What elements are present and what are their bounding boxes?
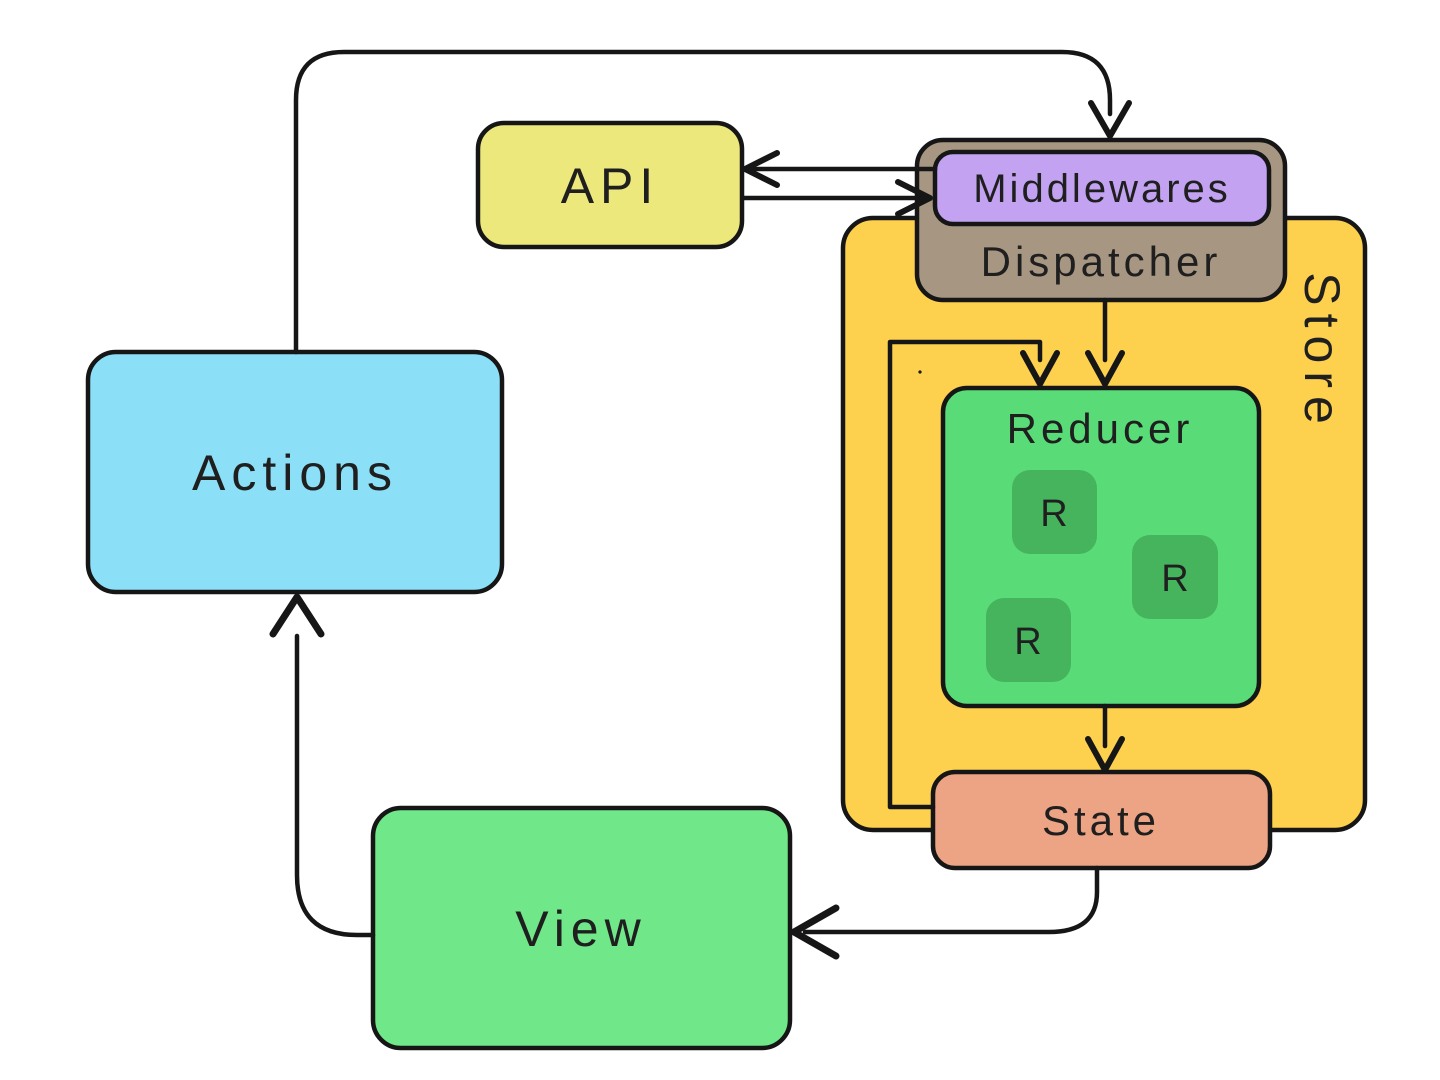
middlewares-box — [932, 149, 1272, 227]
store-label: Store — [1294, 272, 1350, 432]
edge-view-to-actions — [294, 633, 376, 938]
reducer-chip-1 — [1012, 470, 1097, 554]
reducer-chip-2-label: R — [1161, 558, 1188, 600]
stray-dot — [918, 370, 922, 374]
edge-state-to-reducer-loop — [887, 339, 1043, 810]
reducer-chip-2 — [1132, 535, 1218, 619]
arrowhead-dispatcher-into-reducer — [1085, 350, 1125, 387]
api-label: API — [561, 158, 660, 214]
actions-label: Actions — [192, 445, 398, 501]
view-box — [370, 805, 793, 1051]
arrowhead-loop-into-reducer — [1020, 350, 1060, 387]
state-label: State — [1042, 797, 1160, 844]
arrowhead-into-view — [790, 904, 840, 960]
state-box — [930, 769, 1273, 871]
arrowhead-into-actions — [269, 593, 325, 638]
arrowhead-into-middlewares — [895, 179, 933, 217]
reducer-label: Reducer — [1007, 405, 1194, 452]
arrowhead-into-api — [742, 150, 780, 188]
api-box — [475, 120, 745, 250]
dispatcher-label: Dispatcher — [981, 238, 1222, 285]
edge-actions-to-dispatcher — [293, 49, 1113, 355]
middlewares-label: Middlewares — [973, 167, 1231, 211]
view-label: View — [515, 901, 646, 957]
connector-layer — [269, 49, 1132, 960]
arrowhead-into-state — [1085, 736, 1125, 773]
reducer-chip-1-label: R — [1040, 493, 1067, 535]
arrowhead-into-dispatcher — [1088, 100, 1132, 139]
reducer-chip-3 — [986, 598, 1071, 682]
reducer-chip-3-label: R — [1014, 621, 1041, 663]
edge-state-to-view — [802, 865, 1100, 935]
